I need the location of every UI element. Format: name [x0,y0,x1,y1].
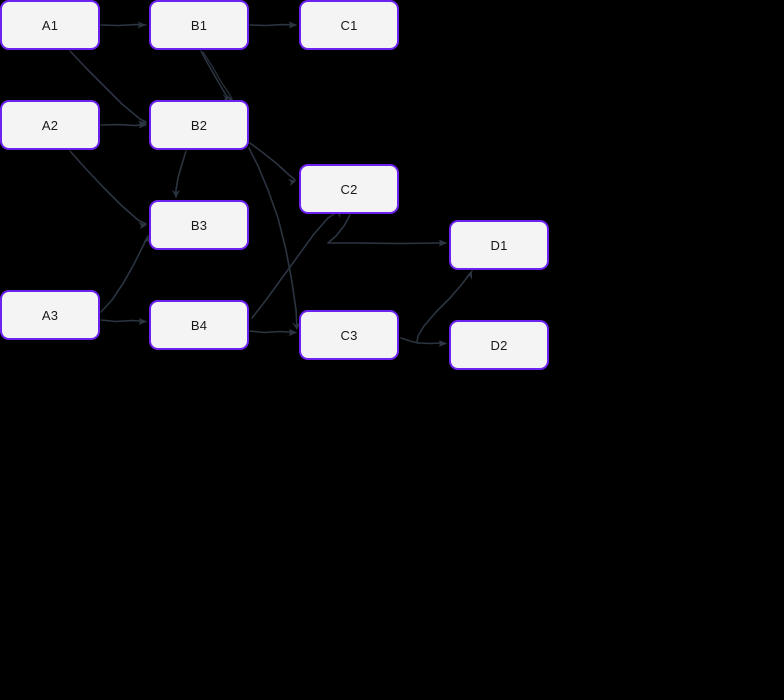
node-c2[interactable]: C2 [299,164,399,214]
node-b3[interactable]: B3 [149,200,249,250]
node-b3-label: B3 [190,217,208,233]
node-c2-label: C2 [340,181,358,197]
node-b4-label: B4 [190,317,208,333]
node-b4[interactable]: B4 [149,300,249,350]
node-c3-label: C3 [340,327,358,343]
node-a2[interactable]: A2 [0,100,100,150]
node-b2[interactable]: B2 [149,100,249,150]
node-d2[interactable]: D2 [449,320,549,370]
node-d1-label: D1 [490,237,508,253]
node-b2-label: B2 [190,117,208,133]
node-c1[interactable]: C1 [299,0,399,50]
node-b1[interactable]: B1 [149,0,249,50]
node-a1[interactable]: A1 [0,0,100,50]
node-d1[interactable]: D1 [449,220,549,270]
node-c1-label: C1 [340,17,358,33]
node-a3-label: A3 [41,307,59,323]
node-b1-label: B1 [190,17,208,33]
node-a3[interactable]: A3 [0,290,100,340]
node-a2-label: A2 [41,117,59,133]
node-d2-label: D2 [490,337,508,353]
node-c3[interactable]: C3 [299,310,399,360]
node-a1-label: A1 [41,17,59,33]
